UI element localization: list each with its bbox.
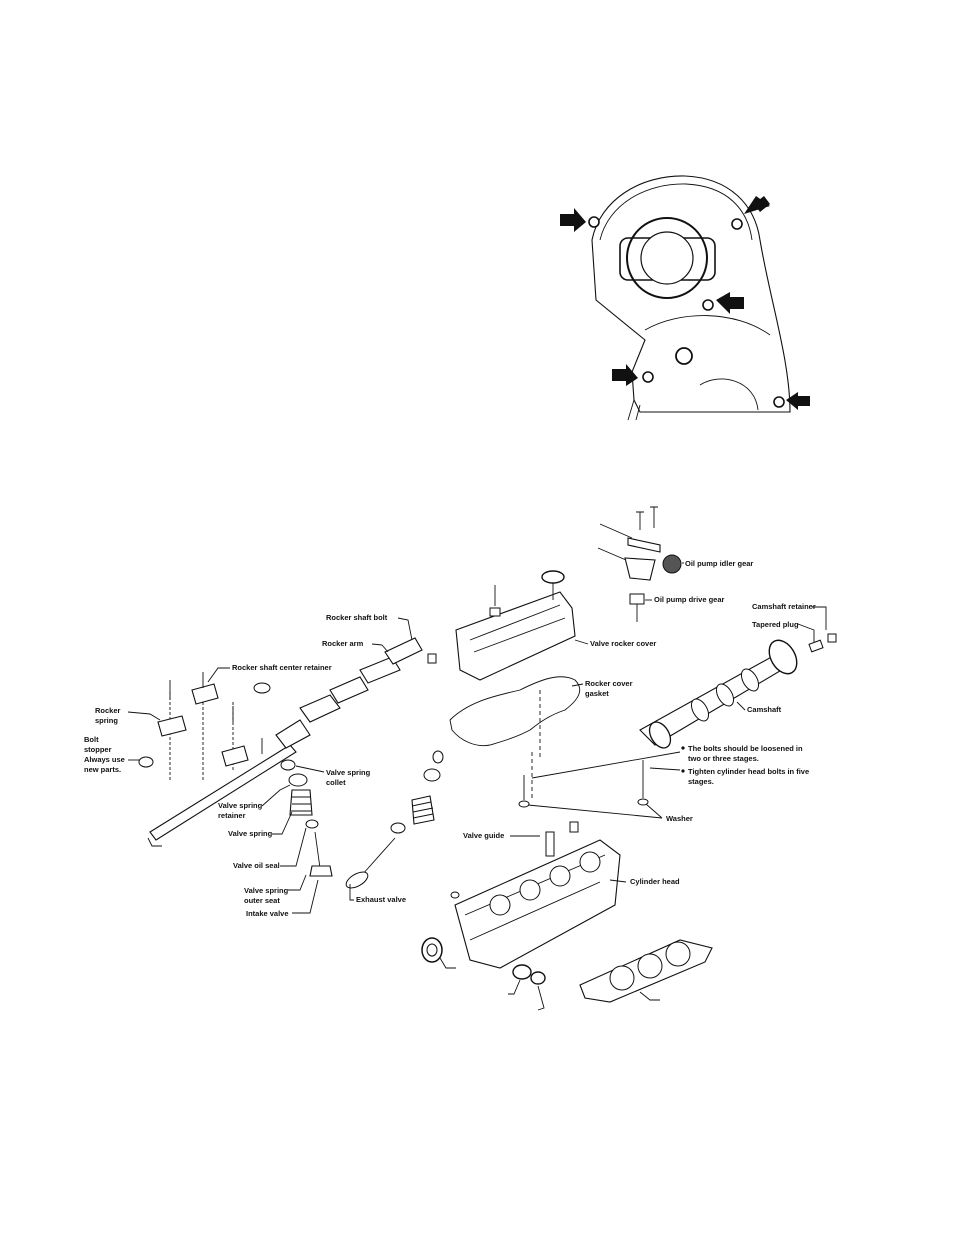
camshaft: [639, 633, 837, 749]
label-valve-guide: Valve guide: [463, 831, 504, 840]
note-2-line-2: stages.: [688, 777, 714, 786]
arrow-icon: [716, 292, 744, 314]
timing-belt-cover: [560, 175, 810, 421]
label-rocker-shaft-center-retainer: Rocker shaft center retainer: [232, 663, 332, 672]
arrow-icon: [560, 208, 586, 232]
label-camshaft-retainer: Camshaft retainer: [752, 602, 816, 611]
note-bullet-icon: [681, 746, 685, 750]
cylinder-head: [450, 821, 621, 969]
label-valve-spring-outer-seat-2: outer seat: [244, 896, 280, 905]
note-1-line-1: The bolts should be loosened in: [688, 744, 803, 753]
label-camshaft: Camshaft: [747, 705, 782, 714]
label-valve-oil-seal: Valve oil seal: [233, 861, 280, 870]
label-valve-spring-retainer-2: retainer: [218, 811, 246, 820]
arrow-icon: [786, 392, 810, 410]
cover-bolt-5: [773, 396, 785, 408]
label-rocker-cover-gasket-2: gasket: [585, 689, 609, 698]
label-valve-spring-collet-2: collet: [326, 778, 346, 787]
label-bolt-stopper-2: stopper: [84, 745, 112, 754]
label-valve-spring: Valve spring: [228, 829, 273, 838]
cover-bolt-1: [588, 216, 600, 228]
cover-bolt-3: [702, 299, 714, 311]
oil-filler-cap: [541, 570, 565, 584]
label-cylinder-head: Cylinder head: [630, 877, 680, 886]
oil-seal: [421, 937, 443, 963]
label-rocker-shaft-bolt: Rocker shaft bolt: [326, 613, 388, 622]
arrow-icon: [744, 196, 770, 214]
oil-pump-assembly: [597, 506, 684, 622]
label-oil-pump-drive-gear: Oil pump drive gear: [654, 595, 725, 604]
camshaft-seal: [512, 964, 532, 980]
label-exhaust-valve: Exhaust valve: [356, 895, 406, 904]
o-ring: [530, 971, 546, 985]
label-valve-spring-outer-seat-1: Valve spring: [244, 886, 289, 895]
cover-bolt-4: [642, 371, 654, 383]
rocker-arms: [138, 637, 437, 841]
label-always-use-2: new parts.: [84, 765, 121, 774]
label-tapered-plug: Tapered plug: [752, 620, 799, 629]
exhaust-valve-parts: [345, 750, 444, 889]
arrow-icon: [612, 364, 638, 386]
label-rocker-arm: Rocker arm: [322, 639, 364, 648]
note-1-line-2: two or three stages.: [688, 754, 759, 763]
label-bolt-stopper-1: Bolt: [84, 735, 99, 744]
label-oil-pump-idler-gear: Oil pump idler gear: [685, 559, 753, 568]
note-bullet-icon: [681, 769, 685, 773]
label-washer: Washer: [666, 814, 693, 823]
label-intake-valve: Intake valve: [246, 909, 289, 918]
rocker-cover-gasket: [449, 676, 581, 747]
label-rocker-spring-1: Rocker: [95, 706, 121, 715]
label-always-use-1: Always use: [84, 755, 125, 764]
intake-valve-parts: [280, 759, 333, 877]
label-valve-spring-retainer-1: Valve spring: [218, 801, 263, 810]
note-2-line-1: Tighten cylinder head bolts in five: [688, 767, 809, 776]
label-rocker-spring-2: spring: [95, 716, 118, 725]
oil-pump-drive-gear: [629, 593, 645, 605]
cover-bolt-2: [731, 218, 743, 230]
label-valve-rocker-cover: Valve rocker cover: [590, 639, 656, 648]
label-rocker-cover-gasket-1: Rocker cover: [585, 679, 633, 688]
valve-rocker-cover: [455, 570, 576, 681]
oil-pump-idler-gear: [662, 554, 682, 574]
label-valve-spring-collet-1: Valve spring: [326, 768, 371, 777]
